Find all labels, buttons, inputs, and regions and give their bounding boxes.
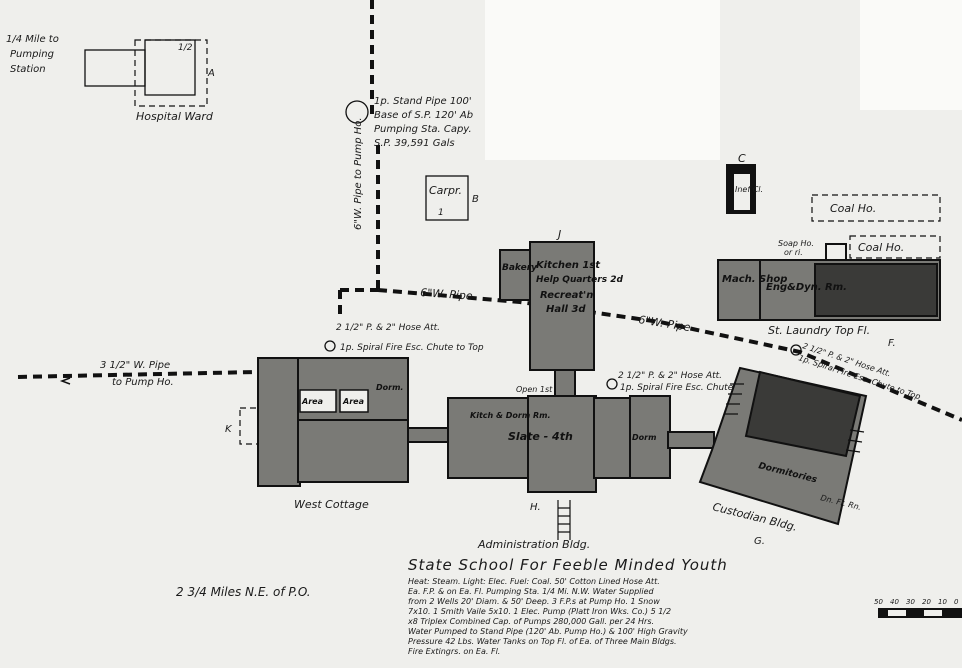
- west-cottage: Area Area Dorm. K West Cottage: [225, 340, 409, 511]
- coal-house-upper: Coal Ho.: [811, 194, 941, 222]
- scale-tick-30: 30: [906, 598, 915, 606]
- west-area-1: Area: [301, 397, 323, 406]
- custodian-letter: G.: [754, 536, 765, 547]
- west-cottage-label: West Cottage: [294, 498, 369, 511]
- coal-house-upper-label: Coal Ho.: [830, 202, 876, 215]
- standpipe-note-2: Base of S.P. 120' Ab: [374, 110, 473, 121]
- hospital-ward: 1/2 A Hospital Ward: [84, 39, 215, 123]
- pipe-label-west: 3 1/2" W. Pipe: [100, 360, 170, 371]
- pipe-label-west-sub: to Pump Ho.: [112, 377, 174, 388]
- soap-house-sub: or ri.: [784, 248, 803, 257]
- center-hose-note: 2 1/2" P. & 2" Hose Att.: [618, 371, 722, 381]
- scale-tick-10: 10: [938, 598, 947, 606]
- carpenter-shop: Carpr. 1 B: [425, 175, 479, 221]
- scale-tick-40: 40: [890, 598, 899, 606]
- admin-letter: H.: [530, 502, 541, 513]
- building-c-text: Inef Cl.: [735, 185, 763, 194]
- hospital-ward-label: Hospital Ward: [136, 110, 214, 123]
- hospital-letter: A: [207, 68, 215, 79]
- west-area-2: Area: [342, 397, 364, 406]
- laundry-letter: F.: [888, 338, 896, 349]
- center-chute-note: 1p. Spiral Fire Esc. Chute to Top: [620, 383, 764, 393]
- admin-center-text: Slate - 4th: [508, 430, 573, 443]
- administration-building: Slate - 4th Kitch & Dorm Rm. Dorm H. Adm…: [447, 378, 671, 551]
- kitchen-text-4: Hall 3d: [546, 304, 586, 315]
- water-pipe-west: [17, 370, 256, 379]
- note-line-3: from 2 Wells 20' Diam. & 50' Deep. 3 F.P…: [408, 597, 660, 606]
- connector-east: [667, 431, 715, 449]
- scale-tick-0: 0: [954, 598, 959, 606]
- pumping-note-line1: 1/4 Mile to: [6, 34, 59, 45]
- pipe-arrow-icon: [59, 377, 71, 385]
- kitchen-text-2: Help Quarters 2d: [536, 275, 623, 285]
- pipe-label-north: 6"W. Pipe: [420, 286, 473, 303]
- standpipe-note-1: 1p. Stand Pipe 100': [374, 96, 472, 107]
- scale-tick-20: 20: [922, 598, 931, 606]
- mach-shop-label: Mach. Shop: [722, 274, 787, 285]
- bakery-label: Bakery: [502, 263, 538, 273]
- note-line-6: Water Pumped to Stand Pipe (120' Ab. Pum…: [408, 627, 688, 636]
- connector-west: [407, 427, 451, 443]
- coal-house-lower-label: Coal Ho.: [858, 241, 904, 254]
- pipe-label-east: 6"W. Pipe: [638, 313, 692, 334]
- note-line-2: Ea. F.P. & on Ea. Fl. Pumping Sta. 1/4 M…: [408, 587, 655, 596]
- kitchen-text-1: Kitchen 1st: [536, 260, 601, 271]
- paper-patch: [860, 0, 962, 110]
- standpipe-symbol: [345, 100, 369, 124]
- carpenter-label: Carpr.: [429, 184, 462, 197]
- water-pipe-east: [377, 288, 962, 422]
- soap-house-label: Soap Ho.: [778, 239, 814, 248]
- west-hose-note: 2 1/2" P. & 2" Hose Att.: [336, 323, 440, 333]
- coal-house-lower: Coal Ho. Soap Ho. or ri.: [778, 235, 941, 261]
- hospital-mark: 1/2: [178, 43, 193, 53]
- map-title: State School For Feeble Minded Youth: [408, 556, 728, 574]
- pumping-note-line3: Station: [10, 64, 46, 75]
- carpenter-mark: 1: [438, 208, 444, 218]
- pumping-note-line2: Pumping: [10, 49, 54, 60]
- pipe-label-to-pump: 6"W. Pipe to Pump Ho.: [353, 117, 364, 230]
- note-line-5: x8 Triplex Combined Cap. of Pumps 280,00…: [407, 617, 654, 626]
- distance-note: 2 3/4 Miles N.E. of P.O.: [176, 585, 311, 599]
- kitchen-letter: J: [556, 228, 561, 241]
- paper-patch: [485, 0, 720, 160]
- admin-left-note: Kitch & Dorm Rm.: [470, 411, 551, 420]
- west-k-letter: K: [225, 424, 233, 435]
- note-line-7: Pressure 42 Lbs. Water Tanks on Top Fl. …: [408, 637, 677, 646]
- administration-label: Administration Bldg.: [477, 538, 590, 551]
- note-line-1: Heat: Steam. Light: Elec. Fuel: Coal. 50…: [408, 577, 660, 586]
- scale-bar: 50 40 30 20 10 0: [874, 598, 962, 618]
- admin-right-note: Dorm: [632, 433, 656, 442]
- building-c-letter: C: [738, 152, 746, 165]
- laundry-building: Mach. Shop Eng&Dyn. Rm. St. Laundry Top …: [717, 259, 941, 349]
- standpipe-note-3: Pumping Sta. Capy.: [374, 124, 472, 135]
- open-label: Open 1st: [516, 385, 553, 394]
- note-line-4: 7x10. 1 Smith Vaile 5x10. 1 Elec. Pump (…: [408, 607, 671, 616]
- kitchen-building: J Bakery Kitchen 1st Help Quarters 2d Re…: [499, 228, 623, 399]
- kitchen-text-3: Recreat'n: [540, 290, 593, 301]
- west-chute-note: 1p. Spiral Fire Esc. Chute to Top: [340, 343, 484, 353]
- west-dorm: Dorm.: [376, 383, 403, 392]
- carpenter-letter: B: [472, 194, 479, 205]
- scale-tick-50: 50: [874, 598, 883, 606]
- building-c: C Inef Cl.: [726, 152, 763, 214]
- standpipe-note-4: S.P. 39,591 Gals: [374, 138, 455, 149]
- eng-dyn-label: Eng&Dyn. Rm.: [766, 282, 847, 293]
- laundry-label: St. Laundry Top Fl.: [768, 324, 870, 337]
- note-line-8: Fire Extingrs. on Ea. Fl.: [408, 647, 500, 656]
